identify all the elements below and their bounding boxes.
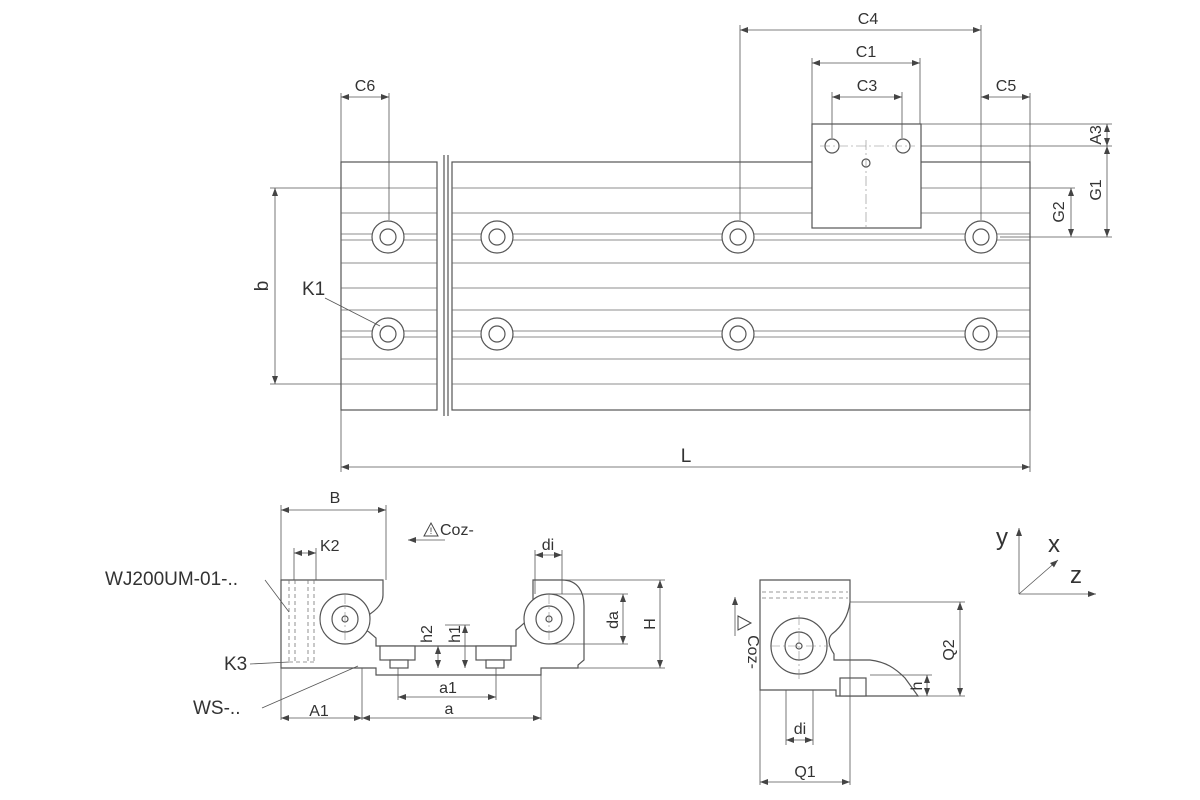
dim-label-g2: G2 xyxy=(1051,201,1068,222)
axis-label-z: z xyxy=(1070,562,1082,589)
dim-label-g1: G1 xyxy=(1088,179,1105,200)
svg-text:!: ! xyxy=(430,526,433,536)
coordinate-axes: y x z xyxy=(996,524,1096,597)
mounting-holes xyxy=(371,220,998,351)
dim-label-di: di xyxy=(542,537,554,554)
dim-label-h: h xyxy=(909,682,926,691)
callout-part-number: WJ200UM-01-.. xyxy=(105,569,238,590)
callout-k1: K1 xyxy=(302,279,325,300)
screw xyxy=(379,645,416,669)
dim-label-c6: C6 xyxy=(355,78,376,95)
load-direction-label: Coz- xyxy=(744,635,761,669)
mounting-hole xyxy=(721,317,755,351)
dim-label-B: B xyxy=(330,490,341,507)
dim-label-da: da xyxy=(605,611,622,629)
dim-label-c5: C5 xyxy=(996,78,1017,95)
dim-label-c4: C4 xyxy=(858,11,879,28)
mounting-hole xyxy=(371,317,405,351)
side-view: Coz- di Q1 Q2 h xyxy=(732,579,965,785)
load-direction-indicator: Coz- xyxy=(732,597,761,669)
mounting-hole xyxy=(480,317,514,351)
warning-triangle-icon xyxy=(423,521,439,537)
dim-label-a: a xyxy=(445,701,454,718)
mounting-hole xyxy=(964,317,998,351)
carriage-block xyxy=(811,123,922,229)
dim-label-c1: C1 xyxy=(856,44,877,61)
load-direction-label: Coz- xyxy=(440,522,474,539)
callout-ws: WS-.. xyxy=(193,698,241,719)
mounting-hole xyxy=(964,220,998,254)
dim-label-c3: C3 xyxy=(857,78,878,95)
warning-triangle-icon xyxy=(737,615,753,631)
front-view: ! Coz- B K2 di da H h2 h1 a1 a A1 WJ200U… xyxy=(105,490,665,721)
carriage-profile xyxy=(759,579,920,697)
dim-label-h2: h2 xyxy=(419,625,436,643)
dim-label-di: di xyxy=(794,721,806,738)
dim-label-a1: a1 xyxy=(439,680,457,697)
load-direction-indicator: ! Coz- xyxy=(408,521,474,543)
dim-label-Q2: Q2 xyxy=(941,639,958,660)
dim-label-H: H xyxy=(642,618,659,630)
callout-k3: K3 xyxy=(224,654,247,675)
dim-label-A1: A1 xyxy=(309,703,329,720)
dim-label-h1: h1 xyxy=(447,625,464,643)
dim-label-b: b xyxy=(252,281,273,292)
axis-label-y: y xyxy=(996,524,1008,551)
rail-profile xyxy=(280,579,585,676)
dim-label-k2: K2 xyxy=(320,538,340,555)
rail-body-right xyxy=(451,161,1031,411)
axis-label-x: x xyxy=(1048,531,1060,558)
rail-lines xyxy=(341,187,1030,385)
mounting-hole xyxy=(480,220,514,254)
dim-label-l: L xyxy=(681,446,692,467)
dim-label-Q1: Q1 xyxy=(794,764,815,781)
mounting-hole xyxy=(371,220,405,254)
dim-label-a3: A3 xyxy=(1088,125,1105,145)
screw xyxy=(475,645,512,669)
mounting-hole xyxy=(721,220,755,254)
top-view: C4 C1 C3 C6 C5 A3 G1 G2 b K1 L xyxy=(252,11,1112,472)
screw xyxy=(839,677,867,697)
